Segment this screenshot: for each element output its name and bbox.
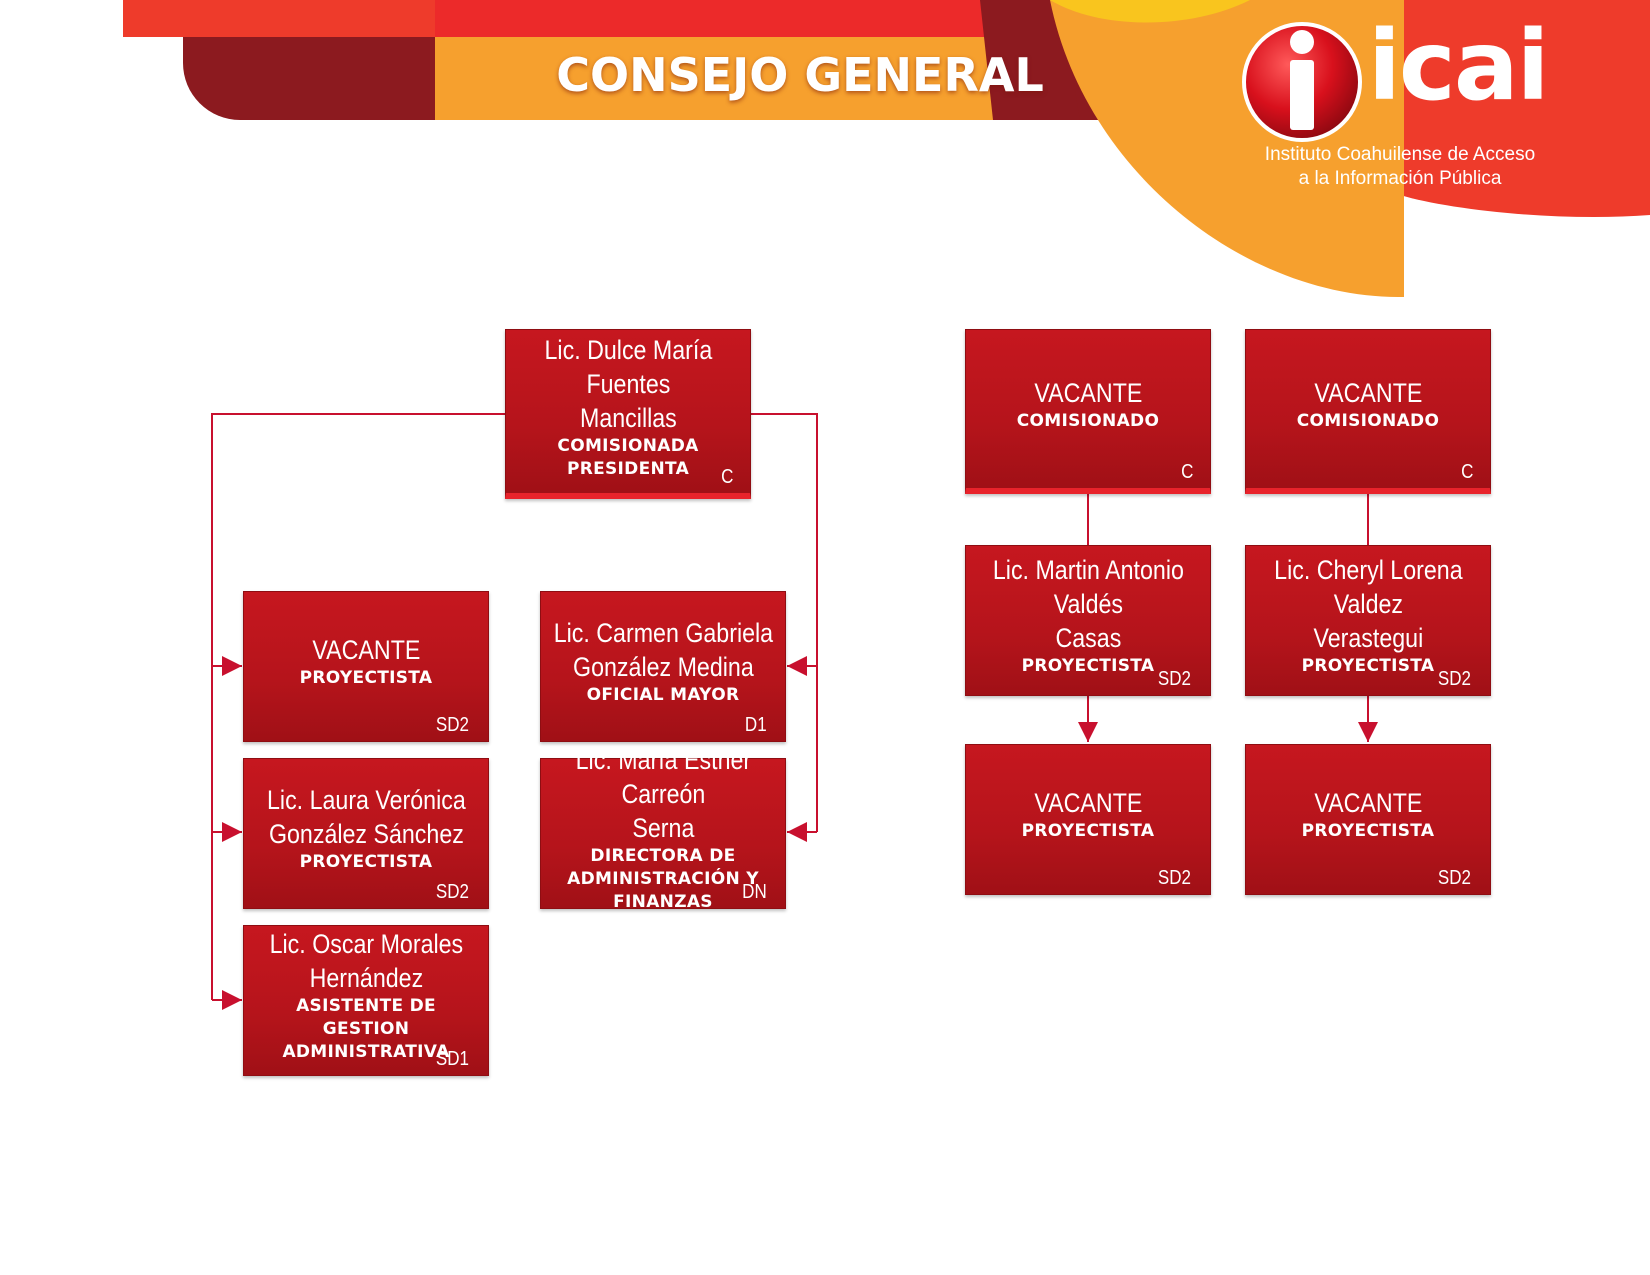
node-level: DN: [742, 881, 767, 903]
node-role: DIRECTORA DE ADMINISTRACIÓN Y FINANZAS: [567, 846, 759, 912]
node-name: VACANTE: [1314, 377, 1422, 408]
node-name: VACANTE: [1034, 377, 1142, 408]
node-comisionado-1: VACANTE COMISIONADO C: [965, 329, 1211, 494]
logo-wordmark: icai: [1368, 10, 1549, 122]
right-branch-connector: [750, 413, 818, 842]
node-role: PROYECTISTA: [1301, 656, 1435, 676]
node-proyectista-vacante-right: VACANTE PROYECTISTA SD2: [1245, 744, 1491, 895]
node-level: D1: [745, 714, 768, 736]
node-name: Lic. Laura Verónica González Sánchez: [266, 785, 466, 849]
node-role: PROYECTISTA: [299, 852, 433, 872]
node-oficial-mayor: Lic. Carmen Gabriela González Medina OFI…: [540, 591, 786, 742]
node-proyectista-vacante-left: VACANTE PROYECTISTA SD2: [243, 591, 489, 742]
banner-dark-wedge: [980, 0, 1080, 120]
logo-subtitle-line1: Instituto Coahuilense de Acceso: [1264, 144, 1536, 165]
node-role: PROYECTISTA: [299, 668, 433, 688]
node-proyectista-cheryl: Lic. Cheryl Lorena Valdez Verastegui PRO…: [1245, 545, 1491, 696]
header-banner: [123, 0, 1650, 298]
node-directora-administracion: Lic. María Esther Carreón Serna DIRECTOR…: [540, 745, 786, 912]
node-role: PROYECTISTA: [1021, 821, 1155, 841]
node-comisionada-presidenta: Lic. Dulce María Fuentes Mancillas COMIS…: [505, 329, 751, 499]
node-proyectista-martin: Lic. Martin Antonio Valdés Casas PROYECT…: [965, 545, 1211, 696]
left-branch-connector: [211, 413, 506, 1010]
node-role: ASISTENTE DE GESTION ADMINISTRATIVA: [282, 996, 450, 1062]
node-name: Lic. Martin Antonio Valdés Casas: [992, 555, 1184, 653]
node-name: VACANTE: [1034, 788, 1142, 818]
node-proyectista-vacante-mid: VACANTE PROYECTISTA SD2: [965, 744, 1211, 895]
node-role: COMISIONADO: [1016, 410, 1160, 431]
node-level: SD2: [1438, 668, 1472, 690]
node-level: SD2: [436, 714, 470, 736]
node-level: SD2: [1158, 867, 1192, 889]
node-name: VACANTE: [1314, 788, 1422, 818]
node-level: C: [720, 466, 733, 488]
node-asistente-oscar: Lic. Oscar Morales Hernández ASISTENTE D…: [243, 925, 489, 1076]
node-level: C: [1460, 461, 1473, 483]
node-comisionado-2: VACANTE COMISIONADO C: [1245, 329, 1491, 494]
page-title: CONSEJO GENERAL: [556, 48, 1044, 102]
logo-i-dot: [1290, 30, 1314, 54]
banner-red-arc: [1400, 0, 1650, 218]
node-level: C: [1180, 461, 1193, 483]
node-role: COMISIONADO: [1296, 410, 1440, 431]
node-role: OFICIAL MAYOR: [586, 685, 740, 705]
banner-orange-band: [435, 37, 993, 120]
node-proyectista-laura: Lic. Laura Verónica González Sánchez PRO…: [243, 758, 489, 909]
node-level: SD2: [436, 881, 470, 903]
node-level: SD1: [436, 1048, 470, 1070]
node-name: Lic. Dulce María Fuentes Mancillas: [544, 334, 712, 433]
node-level: SD2: [1158, 668, 1192, 690]
banner-yellow-arc: [1050, 0, 1250, 23]
node-name: Lic. Cheryl Lorena Valdez Verastegui: [1273, 555, 1463, 653]
node-name: Lic. Oscar Morales Hernández: [269, 929, 463, 993]
logo-subtitle-line2: a la Información Pública: [1298, 168, 1502, 189]
node-name: Lic. Carmen Gabriela González Medina: [553, 618, 773, 682]
node-name: VACANTE: [312, 635, 420, 665]
node-role: PROYECTISTA: [1301, 821, 1435, 841]
node-name: Lic. María Esther Carreón Serna: [575, 745, 751, 843]
logo-i-stem: [1290, 60, 1314, 130]
node-role: COMISIONADA PRESIDENTA: [557, 435, 699, 479]
node-level: SD2: [1438, 867, 1472, 889]
node-role: PROYECTISTA: [1021, 656, 1155, 676]
banner-red-top: [435, 0, 995, 37]
logo-subtitle: Instituto Coahuilense de Acceso a la Inf…: [1240, 143, 1560, 191]
